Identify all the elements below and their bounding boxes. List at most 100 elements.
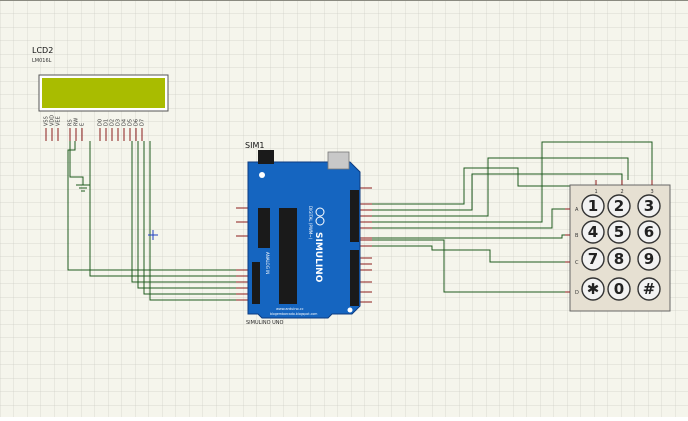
keypad-key[interactable]: 4 — [581, 220, 605, 244]
lcd-pin-label: VEE — [56, 116, 62, 126]
arduino-digital-header-text: DIGITAL (PWM~) — [308, 206, 313, 240]
microcontroller-chip — [279, 208, 297, 304]
wire-lcd-d6 — [143, 141, 247, 295]
keypad-key-label: 0 — [614, 280, 624, 298]
lcd-pin-label: D3 — [116, 119, 122, 126]
keypad-key-ring — [581, 220, 605, 244]
lcd-pin-label: D0 — [98, 119, 104, 126]
arduino-component[interactable]: SIM1 AREF1312~11~10~987~6~54~32TX ▸ 1RX … — [236, 141, 372, 326]
keypad-key[interactable]: ✱ — [581, 277, 605, 301]
keypad-key-ring — [637, 247, 661, 271]
keypad-row-label: C — [575, 260, 579, 266]
wire-d6-row-c — [372, 245, 575, 263]
arduino-blog-text: blogembarcado.blogspot.com — [270, 312, 317, 316]
keypad-key-label: 1 — [588, 197, 598, 215]
keypad-key[interactable]: 7 — [581, 247, 605, 271]
lcd-pin-label: D1 — [104, 119, 110, 126]
mount-hole-tl — [259, 172, 265, 178]
keypad-key[interactable]: 0 — [607, 277, 631, 301]
keypad-col-label: 2 — [621, 189, 624, 195]
power-jack — [258, 150, 274, 164]
keypad-key-ring — [581, 277, 605, 301]
lcd-pin-label: D5 — [128, 119, 134, 126]
lcd-pin-label: RW — [74, 118, 80, 126]
keypad-key-label: 9 — [644, 250, 654, 268]
wire-lcd-d7 — [149, 141, 247, 301]
lcd-model-label: LM016L — [32, 58, 52, 64]
lcd-pin-label: VDD — [50, 115, 56, 126]
lcd-pin-label: D2 — [110, 119, 116, 126]
keypad-key-label: 5 — [614, 223, 624, 241]
arduino-logo-text: SIMULINO — [313, 232, 323, 283]
analog-header — [252, 262, 260, 304]
keypad-col-label: 1 — [595, 189, 598, 195]
wire-lcd-e — [89, 141, 247, 277]
keypad-key[interactable]: 5 — [607, 220, 631, 244]
lcd-pin-label: D6 — [134, 119, 140, 126]
keypad-key-ring — [637, 220, 661, 244]
keypad-key-label: 2 — [614, 197, 624, 215]
lcd-pin-label: E — [80, 123, 86, 126]
keypad-row-pins: A B C D — [565, 207, 579, 296]
arduino-ref-label: SIM1 — [245, 141, 264, 150]
arduino-board-label: SIMULINO UNO — [246, 320, 284, 326]
keypad-key-ring — [607, 277, 631, 301]
wire-lcd-ground — [69, 141, 84, 185]
logo-circle-right — [315, 216, 325, 226]
wire-d9-row-a — [372, 208, 575, 229]
keypad-key-label: 6 — [644, 223, 654, 241]
lcd-ref-label: LCD2 — [32, 46, 53, 55]
keypad-key-ring — [607, 220, 631, 244]
keypad-key-label: # — [643, 280, 656, 298]
keypad-key[interactable]: 6 — [637, 220, 661, 244]
keypad-key-label: 8 — [614, 250, 624, 268]
keypad-key-label: 7 — [588, 250, 598, 268]
keypad-row-label: B — [575, 233, 579, 239]
icsp-header — [258, 208, 270, 248]
keypad-key-ring — [607, 194, 631, 218]
logo-circle-left — [315, 207, 325, 217]
wire-lcd-rs — [67, 141, 247, 271]
keypad-key-ring — [607, 247, 631, 271]
keypad-key-ring — [581, 247, 605, 271]
keypad-key-ring — [637, 277, 661, 301]
wire-d10-col3 — [372, 141, 653, 223]
arduino-analog-header-text: ANALOG IN — [265, 252, 270, 274]
wire-lcd-d4 — [131, 141, 247, 283]
keypad-row-label: A — [575, 207, 579, 213]
keypad-key-ring — [637, 194, 661, 218]
keypad-row-label: D — [575, 290, 579, 296]
wire-d12-col2 — [372, 173, 623, 211]
wire-d11-col — [372, 157, 629, 217]
lcd-pin-label: VSS — [44, 116, 50, 126]
keypad-column-pins: 1 2 3 — [595, 180, 654, 195]
keypad-col-label: 3 — [651, 189, 654, 195]
keypad-key[interactable]: 9 — [637, 247, 661, 271]
keypad-key[interactable]: 8 — [607, 247, 631, 271]
digital-header-top — [350, 190, 359, 242]
lcd-screen — [42, 78, 165, 108]
wire-d13-row — [372, 167, 519, 205]
wire-group — [67, 141, 653, 301]
lcd-pin-label: D7 — [140, 119, 146, 126]
keypad-key[interactable]: # — [637, 277, 661, 301]
keypad-key[interactable]: 2 — [607, 194, 631, 218]
usb-connector — [327, 151, 350, 170]
arduino-board — [247, 161, 361, 319]
arduino-site-text: www.arduino.cc — [276, 307, 304, 311]
digital-header-bottom — [350, 250, 359, 306]
lcd-pin-label: D4 — [122, 119, 128, 126]
crosshair-marker — [148, 230, 158, 240]
lcd-pin-label: RS — [68, 119, 74, 126]
keypad-key[interactable]: 3 — [637, 194, 661, 218]
keypad-key-label: 3 — [644, 197, 654, 215]
mount-hole-br — [347, 307, 353, 313]
keypad-key-ring — [581, 194, 605, 218]
keypad-key[interactable]: 1 — [581, 194, 605, 218]
wire-d7-row-d — [372, 239, 575, 293]
